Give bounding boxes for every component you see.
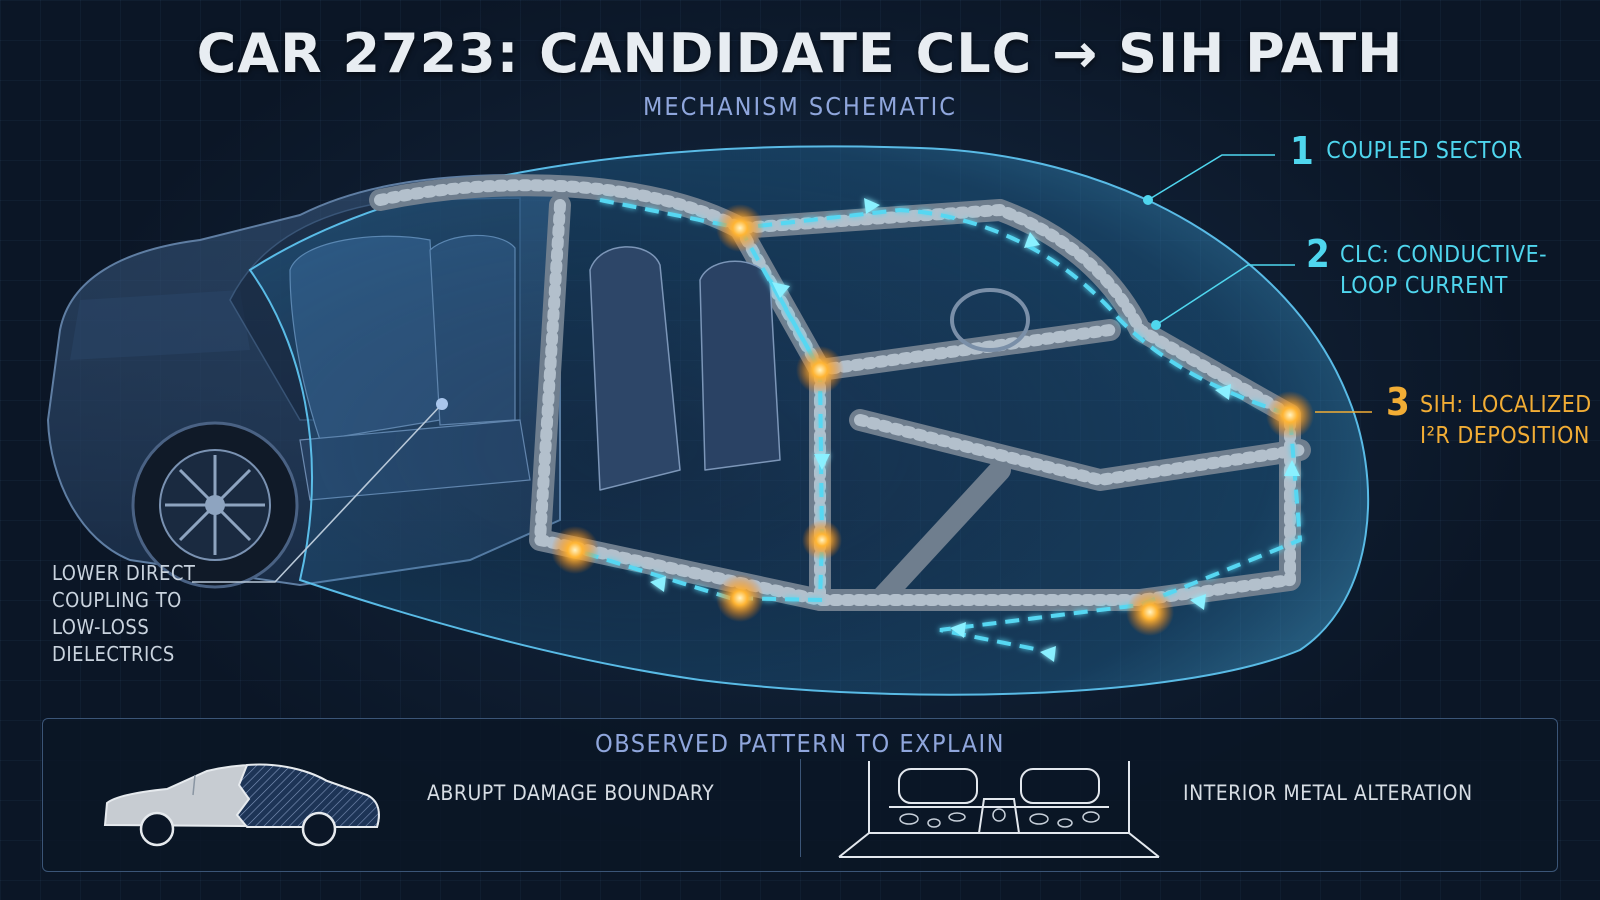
- panel-title: OBSERVED PATTERN TO EXPLAIN: [595, 729, 1005, 758]
- callout-text-line2: LOOP CURRENT: [1340, 273, 1508, 299]
- callout-coupled-sector: 1 COUPLED SECTOR: [1290, 132, 1523, 170]
- callout-number: 1: [1290, 129, 1315, 173]
- lower-coupling-label: LOWER DIRECT COUPLING TO LOW-LOSS DIELEC…: [52, 560, 195, 668]
- car-damage-boundary-icon: [103, 763, 380, 847]
- page-title: CAR 2723: CANDIDATE CLC → SIH PATH: [196, 22, 1404, 85]
- floor-pan-icon: [838, 761, 1160, 858]
- label-line: LOW-LOSS: [52, 615, 150, 639]
- panel-divider: [800, 759, 801, 857]
- observed-pattern-panel: OBSERVED PATTERN TO EXPLAIN ABRUPT DAMAG…: [42, 718, 1558, 872]
- clc-current-loop: [574, 198, 1303, 662]
- callout-text-line2: I²R DEPOSITION: [1420, 423, 1590, 449]
- label-line: DIELECTRICS: [52, 642, 175, 666]
- pattern-interior-metal: INTERIOR METAL ALTERATION: [1183, 781, 1473, 805]
- metal-frame: [369, 174, 1311, 611]
- callout-text: COUPLED SECTOR: [1326, 138, 1523, 164]
- sih-hotspots: [551, 204, 1314, 636]
- callout-sih: 3 SIH: LOCALIZED I²R DEPOSITION: [1386, 380, 1592, 452]
- label-line: LOWER DIRECT: [52, 561, 196, 585]
- callout-leaders: [192, 154, 1372, 583]
- callout-clc: 2 CLC: CONDUCTIVE- LOOP CURRENT: [1306, 232, 1548, 302]
- callout-text-line1: CLC: CONDUCTIVE-: [1340, 242, 1548, 268]
- label-line: COUPLING TO: [52, 588, 182, 612]
- callout-text-line1: SIH: LOCALIZED: [1420, 392, 1592, 418]
- callout-number: 2: [1306, 232, 1331, 276]
- callout-number: 3: [1386, 380, 1411, 424]
- page-subtitle: MECHANISM SCHEMATIC: [643, 92, 957, 121]
- pattern-abrupt-damage: ABRUPT DAMAGE BOUNDARY: [427, 781, 715, 805]
